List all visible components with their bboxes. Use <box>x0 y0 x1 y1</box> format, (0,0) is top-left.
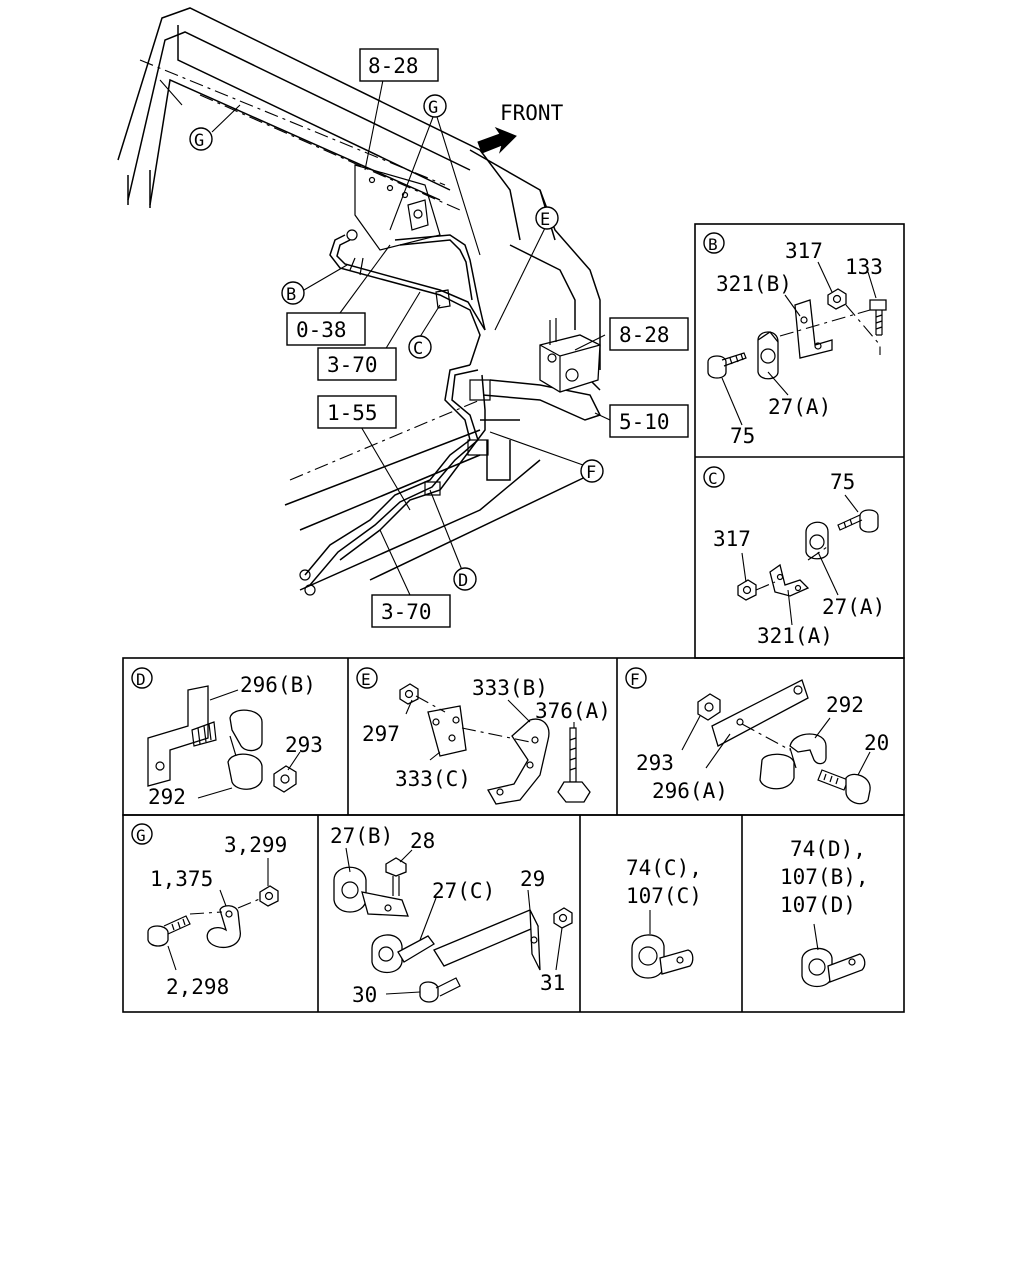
svg-text:107(D): 107(D) <box>780 893 856 917</box>
detail-e: E 333(B) 376(A) 297 333(C) <box>356 667 611 805</box>
svg-text:107(B),: 107(B), <box>780 865 869 889</box>
svg-text:27(A): 27(A) <box>768 395 831 419</box>
svg-text:333(C): 333(C) <box>395 767 471 791</box>
callout-e: E <box>535 206 559 230</box>
callout-f: F <box>580 459 604 483</box>
svg-text:296(A): 296(A) <box>652 779 728 803</box>
callout-g-left: G <box>189 127 213 151</box>
svg-text:29: 29 <box>520 867 545 891</box>
ref-box-8-28-top: 8-28 <box>359 48 439 82</box>
callout-c: C <box>408 335 432 359</box>
ref-box-1-55: 1-55 <box>317 395 397 429</box>
svg-text:8-28: 8-28 <box>619 323 670 347</box>
svg-text:8-28: 8-28 <box>368 54 419 78</box>
callout-d: D <box>453 567 477 591</box>
svg-text:3,299: 3,299 <box>224 833 287 857</box>
svg-text:317: 317 <box>713 527 751 551</box>
front-label: FRONT <box>500 101 564 125</box>
detail-g: G 3,299 1,375 2,298 <box>131 823 287 999</box>
front-arrow-icon <box>477 126 517 154</box>
main-view: FRONT 8-28 0-38 <box>117 7 689 628</box>
svg-text:3-70: 3-70 <box>327 353 378 377</box>
ref-box-8-28-right: 8-28 <box>609 317 689 351</box>
ref-box-0-38: 0-38 <box>286 312 366 346</box>
ref-box-3-70-upper: 3-70 <box>317 347 397 381</box>
svg-text:0-38: 0-38 <box>296 318 347 342</box>
proportioning-valve <box>539 318 601 393</box>
mounting-plate <box>354 164 441 251</box>
svg-text:G: G <box>428 98 438 118</box>
svg-text:321(B): 321(B) <box>716 272 792 296</box>
svg-text:C: C <box>413 339 423 359</box>
detail-74d: 74(D), 107(B), 107(D) <box>780 837 869 988</box>
callout-b: B <box>281 281 305 305</box>
svg-text:317: 317 <box>785 239 823 263</box>
svg-text:30: 30 <box>352 983 377 1007</box>
svg-text:D: D <box>458 571 468 591</box>
svg-text:D: D <box>136 670 146 689</box>
svg-text:107(C): 107(C) <box>626 884 702 908</box>
svg-text:28: 28 <box>410 829 435 853</box>
svg-text:2,298: 2,298 <box>166 975 229 999</box>
ref-box-3-70-lower: 3-70 <box>371 594 451 628</box>
svg-text:C: C <box>708 469 718 488</box>
detail-d: D 296(B) 293 292 <box>131 667 323 809</box>
ref-box-5-10: 5-10 <box>609 404 689 438</box>
detail-b: B 317 133 321(B) 27(A) 75 <box>703 232 887 448</box>
svg-text:27(C): 27(C) <box>432 879 495 903</box>
svg-text:292: 292 <box>826 693 864 717</box>
svg-text:B: B <box>286 285 296 305</box>
detail-c: C 75 317 27(A) 321(A) <box>703 466 885 648</box>
svg-text:74(D),: 74(D), <box>790 837 866 861</box>
svg-text:74(C),: 74(C), <box>626 856 702 880</box>
svg-text:3-70: 3-70 <box>381 600 432 624</box>
svg-text:376(A): 376(A) <box>535 699 611 723</box>
svg-text:5-10: 5-10 <box>619 410 670 434</box>
svg-text:E: E <box>361 670 371 689</box>
svg-text:27(B): 27(B) <box>330 824 393 848</box>
detail-frames <box>122 223 905 1013</box>
svg-text:G: G <box>136 826 146 845</box>
svg-text:321(A): 321(A) <box>757 624 833 648</box>
svg-text:20: 20 <box>864 731 889 755</box>
svg-text:293: 293 <box>636 751 674 775</box>
detail-clamp-assembly: 27(B) 28 27(C) 29 30 31 <box>330 824 573 1007</box>
svg-text:333(B): 333(B) <box>472 676 548 700</box>
svg-text:293: 293 <box>285 733 323 757</box>
svg-text:75: 75 <box>730 424 755 448</box>
detail-f: F 292 20 293 296(A) <box>625 667 889 805</box>
svg-text:27(A): 27(A) <box>822 595 885 619</box>
svg-text:G: G <box>194 131 204 151</box>
svg-text:1-55: 1-55 <box>327 401 378 425</box>
svg-text:292: 292 <box>148 785 186 809</box>
svg-text:B: B <box>708 235 718 254</box>
detail-74c: 74(C), 107(C) <box>626 856 702 979</box>
svg-text:1,375: 1,375 <box>150 867 213 891</box>
callout-g-top: G <box>423 94 447 118</box>
svg-text:296(B): 296(B) <box>240 673 316 697</box>
svg-text:F: F <box>586 463 596 483</box>
clip-c <box>435 289 451 309</box>
brake-pipe-routing <box>299 229 602 596</box>
frame-outline <box>117 7 601 591</box>
main-leaders <box>159 79 611 596</box>
svg-text:75: 75 <box>830 470 855 494</box>
svg-text:F: F <box>630 670 640 689</box>
svg-text:297: 297 <box>362 722 400 746</box>
svg-text:133: 133 <box>845 255 883 279</box>
svg-text:31: 31 <box>540 971 565 995</box>
svg-text:E: E <box>540 210 550 230</box>
